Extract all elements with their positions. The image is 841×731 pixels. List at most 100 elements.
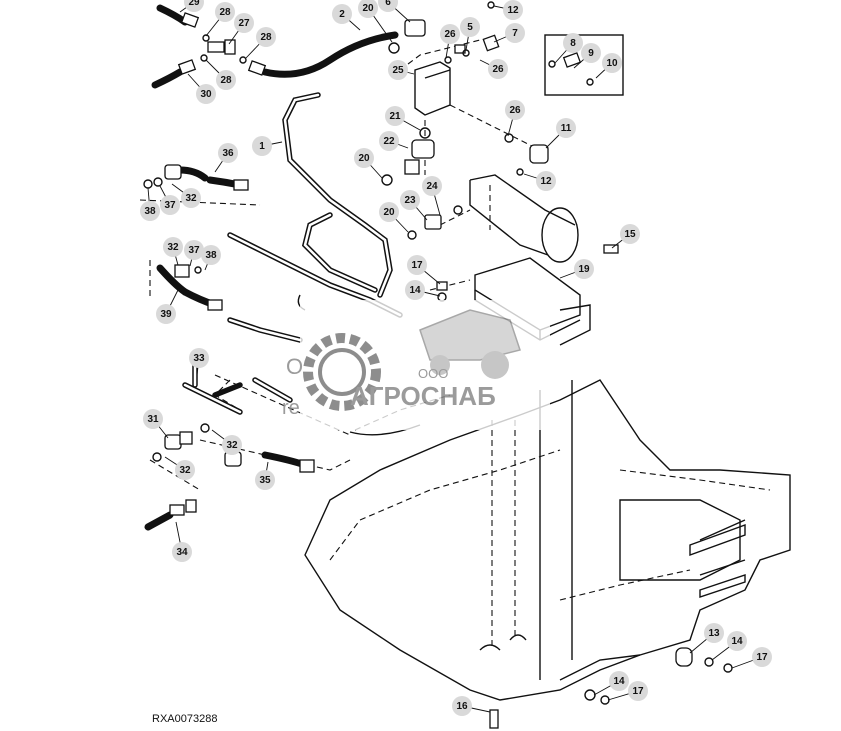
chassis-frame xyxy=(304,379,791,701)
callout-number: 26 xyxy=(492,64,504,75)
watermark-harvester-icon xyxy=(419,309,521,379)
callout-38: 38 xyxy=(201,245,221,271)
callout-number: 17 xyxy=(411,260,423,271)
fittings xyxy=(143,1,733,729)
callout-5: 5 xyxy=(460,17,480,51)
callout-number: 1 xyxy=(259,141,265,152)
callout-28: 28 xyxy=(205,59,236,90)
callout-12: 12 xyxy=(493,0,523,20)
callout-badge xyxy=(222,435,242,455)
callout-25: 25 xyxy=(388,60,415,80)
callout-20: 20 xyxy=(354,148,383,179)
callout-28: 28 xyxy=(205,2,235,37)
callout-23: 23 xyxy=(400,190,428,221)
figure-reference-code: RXA0073288 xyxy=(152,713,217,725)
callout-number: 2 xyxy=(339,9,345,20)
callout-number: 9 xyxy=(588,48,594,59)
callout-10: 10 xyxy=(595,53,622,79)
callout-24: 24 xyxy=(422,176,442,216)
callout-badge xyxy=(752,647,772,667)
callout-17: 17 xyxy=(731,647,772,669)
callout-number: 20 xyxy=(362,3,374,14)
callout-number: 28 xyxy=(260,32,272,43)
callout-badge xyxy=(252,136,272,156)
watermark-fragment-left2: re xyxy=(282,397,300,419)
callout-36: 36 xyxy=(214,143,238,173)
callout-badge xyxy=(609,671,629,691)
callout-14: 14 xyxy=(593,671,629,696)
callout-number: 38 xyxy=(205,250,217,261)
callout-badge xyxy=(160,195,180,215)
callout-number: 20 xyxy=(383,207,395,218)
callout-badge xyxy=(140,201,160,221)
valve-block xyxy=(399,39,541,175)
callout-badge xyxy=(422,176,442,196)
callout-number: 37 xyxy=(164,200,176,211)
callout-12: 12 xyxy=(523,171,556,191)
filter-canister xyxy=(469,174,579,263)
callout-13: 13 xyxy=(689,623,724,654)
callout-number: 39 xyxy=(160,309,172,320)
callout-17: 17 xyxy=(407,255,441,285)
callout-badge xyxy=(234,13,254,33)
callout-number: 30 xyxy=(200,89,212,100)
callout-badge xyxy=(189,348,209,368)
callout-number: 12 xyxy=(507,5,519,16)
callout-badge xyxy=(378,0,398,12)
callout-badge xyxy=(196,84,216,104)
callout-badge xyxy=(503,0,523,20)
callout-6: 6 xyxy=(378,0,411,23)
callout-badge xyxy=(255,470,275,490)
callout-badge xyxy=(407,255,427,275)
callout-number: 11 xyxy=(561,123,572,134)
callout-number: 34 xyxy=(176,547,188,558)
watermark-gear-icon xyxy=(303,333,381,411)
callout-8: 8 xyxy=(554,33,583,64)
callout-number: 28 xyxy=(220,75,232,86)
callout-badge xyxy=(385,106,405,126)
callout-number: 33 xyxy=(193,353,205,364)
callout-37: 37 xyxy=(159,185,180,215)
callout-28: 28 xyxy=(245,27,276,59)
callout-badge xyxy=(184,0,204,12)
callout-16: 16 xyxy=(452,696,491,716)
callout-number: 17 xyxy=(632,686,644,697)
callout-32: 32 xyxy=(163,237,183,266)
callout-17: 17 xyxy=(607,681,648,701)
rigid-tubes xyxy=(182,92,403,415)
callout-number: 16 xyxy=(456,701,468,712)
callout-22: 22 xyxy=(379,131,409,151)
callout-badge xyxy=(163,237,183,257)
callout-badge xyxy=(400,190,420,210)
callout-number: 37 xyxy=(188,245,200,256)
callout-number: 8 xyxy=(570,38,576,49)
callout-29: 29 xyxy=(179,0,204,13)
callout-badge xyxy=(460,17,480,37)
callout-badge xyxy=(727,631,747,651)
callout-number: 31 xyxy=(147,414,159,425)
callout-number: 7 xyxy=(512,28,518,39)
callout-badge xyxy=(156,304,176,324)
callout-27: 27 xyxy=(228,13,254,45)
callout-badge xyxy=(201,245,221,265)
callout-32: 32 xyxy=(164,456,195,480)
callout-32: 32 xyxy=(211,429,242,455)
callout-26: 26 xyxy=(440,24,460,59)
callout-number: 38 xyxy=(144,206,156,217)
callout-badge xyxy=(704,623,724,643)
callout-badge xyxy=(440,24,460,44)
callout-7: 7 xyxy=(493,23,525,43)
callout-37: 37 xyxy=(184,240,204,267)
callout-20: 20 xyxy=(379,202,409,233)
callout-30: 30 xyxy=(187,73,216,104)
watermark-prefix: ООО xyxy=(418,366,448,381)
callout-number: 32 xyxy=(179,465,191,476)
callout-badge xyxy=(184,240,204,260)
callout-21: 21 xyxy=(385,106,421,131)
callout-26: 26 xyxy=(479,59,508,79)
watermark: O re ООО АГРОСНАБ xyxy=(282,300,550,430)
callout-badge xyxy=(505,23,525,43)
callout-number: 32 xyxy=(226,440,238,451)
